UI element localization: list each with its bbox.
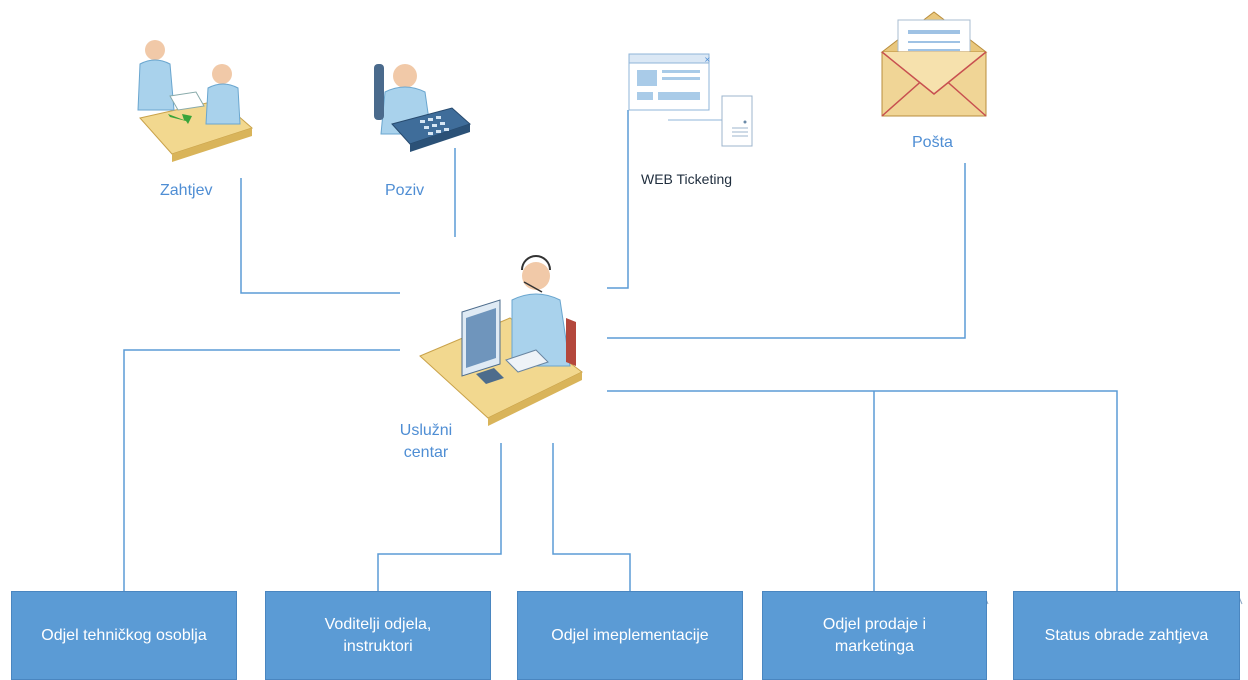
source-label-poziv: Poziv	[385, 182, 425, 199]
service-center-agent-icon	[419, 255, 583, 426]
connector-tech-staff	[123, 349, 400, 591]
mail-envelope-icon	[880, 11, 988, 117]
service-center-label-line2: centar	[403, 444, 449, 461]
web-ticketing-icon: ×	[628, 53, 753, 147]
department-label: Status obrade zahtjeva	[1044, 626, 1209, 644]
department-box-technical-staff: Odjel tehničkog osoblja	[11, 591, 237, 680]
connector-lines	[123, 110, 1118, 591]
department-box-sales-marketing: Odjel prodaje i marketinga	[762, 591, 987, 680]
source-label-zahtjev: Zahtjev	[160, 182, 213, 199]
connector-posta	[607, 163, 966, 339]
connector-web	[607, 110, 629, 289]
source-label-posta: Pošta	[912, 134, 953, 151]
department-label: Odjel tehničkog osoblja	[41, 626, 207, 644]
department-box-managers: Voditelji odjela, instruktori	[265, 591, 491, 680]
service-center-label: Uslužni centar	[396, 420, 456, 464]
request-handover-icon	[137, 40, 253, 162]
connector-zahtjev	[240, 178, 400, 294]
connector-implementation	[552, 443, 631, 591]
svg-text:×: ×	[704, 55, 711, 64]
connector-managers	[377, 443, 502, 591]
department-label: Odjel prodaje i marketinga	[822, 615, 927, 655]
service-center-label-line1: Uslužni	[399, 422, 453, 439]
phone-call-icon	[374, 64, 471, 152]
connector-bus	[607, 390, 1118, 591]
department-box-request-status: Status obrade zahtjeva	[1013, 591, 1240, 680]
department-label: Voditelji odjela, instruktori	[324, 615, 432, 655]
department-label: Odjel imeplementacije	[551, 626, 709, 644]
department-box-implementation: Odjel imeplementacije	[517, 591, 743, 680]
source-label-web-ticketing: WEB Ticketing	[641, 171, 733, 187]
